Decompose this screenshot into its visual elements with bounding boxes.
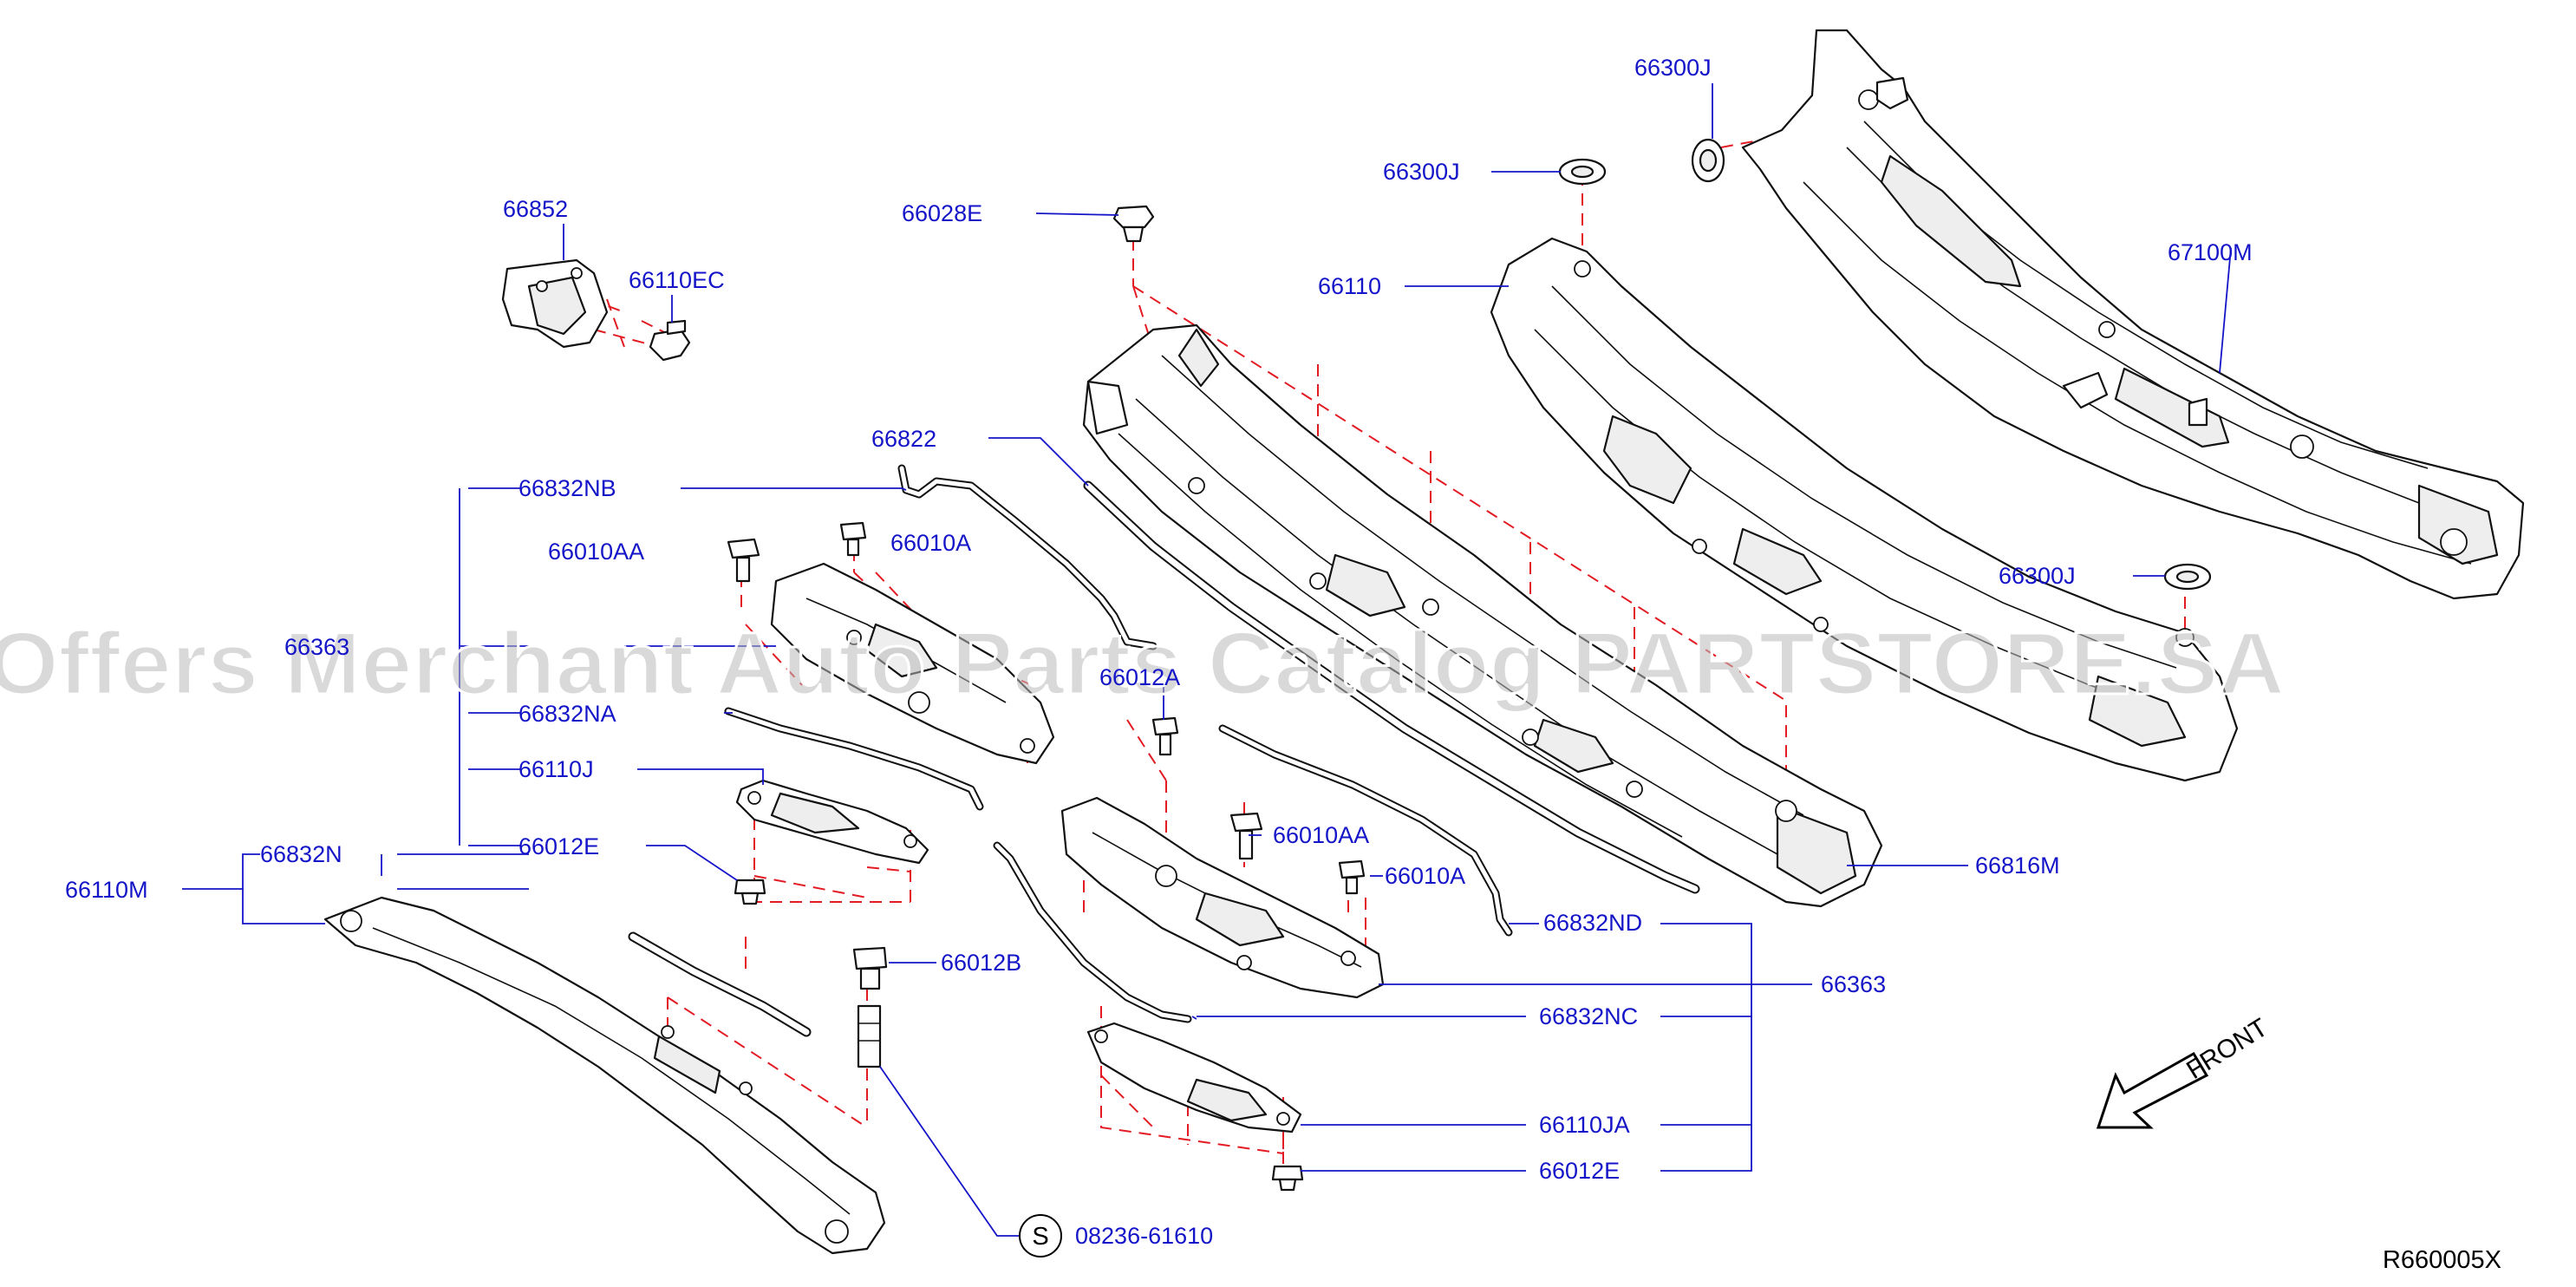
label-66110EC: 66110EC: [629, 267, 725, 293]
grommet-66300J-right: [2163, 563, 2212, 591]
label-66363-right: 66363: [1821, 971, 1886, 997]
front-direction-indicator: FRONT: [2096, 1013, 2273, 1129]
label-66012A: 66012A: [1099, 664, 1180, 690]
label-67100M: 67100M: [2168, 239, 2253, 265]
part-labels: 66852 66110EC 66028E 66300J 66300J 66300…: [65, 55, 2253, 1249]
label-66822: 66822: [871, 426, 936, 452]
label-66010A-right: 66010A: [1385, 863, 1465, 889]
grommet-66300J-mid: [1558, 158, 1607, 186]
seal-strip-66832NB: [1083, 480, 1700, 894]
drawing-code: R660005X: [2383, 1246, 2501, 1274]
bolt-66010AA-left: [727, 538, 760, 583]
hose-66822: [897, 464, 1158, 650]
label-66012E-right: 66012E: [1539, 1158, 1620, 1184]
bolt-66012B: [852, 946, 888, 990]
bracket-66110J: [735, 779, 929, 865]
hose-66832ND: [1218, 724, 1513, 937]
label-66010AA-right: 66010AA: [1273, 822, 1369, 848]
label-66010A-left: 66010A: [890, 530, 971, 556]
bolt-66010A-right: [1338, 859, 1366, 895]
label-66363-left: 66363: [284, 634, 349, 660]
label-66832NC: 66832NC: [1539, 1003, 1638, 1029]
label-66832ND: 66832ND: [1543, 910, 1642, 936]
lower-bracket-66110M: [323, 896, 886, 1255]
cowl-top-grille-66816M: [1082, 323, 1883, 908]
lower-dash-panel-66110: [1490, 237, 2239, 782]
clip-66012E-left: [734, 879, 766, 905]
bracket-66110JA: [1086, 1022, 1302, 1133]
label-66010AA-left: 66010AA: [548, 539, 644, 565]
hose-66832NC: [993, 841, 1192, 1023]
clip-66028E: [1112, 205, 1155, 243]
label-66028E: 66028E: [902, 200, 982, 226]
front-arrow-icon: [2096, 1051, 2209, 1129]
bolt-66010AA-right: [1229, 812, 1263, 860]
label-66110M: 66110M: [65, 877, 148, 903]
stud-08236-61610: [857, 1004, 882, 1068]
label-66110: 66110: [1318, 273, 1381, 299]
label-08236-61610: 08236-61610: [1075, 1223, 1213, 1249]
s-symbol-letter: S: [1032, 1223, 1048, 1251]
standard-part-symbol: S: [1019, 1214, 1062, 1258]
bolt-66012A: [1151, 716, 1179, 756]
front-label: FRONT: [2181, 1013, 2273, 1085]
watermark: Offers Merchant Auto Parts Catalog PARTS…: [0, 614, 2285, 713]
label-66816M: 66816M: [1975, 853, 2060, 879]
hose-66832NA: [724, 707, 984, 811]
label-66300J-mid: 66300J: [1383, 159, 1460, 185]
label-66852: 66852: [503, 196, 568, 222]
bracket-66852: [501, 258, 609, 349]
label-66832N: 66832N: [260, 841, 342, 867]
dash-panel-67100M: [1741, 29, 2525, 600]
label-66110J: 66110J: [518, 756, 594, 782]
grommet-66300J-top: [1691, 138, 1725, 183]
leader-lines: [182, 83, 2232, 1237]
bolt-66010A-left: [839, 521, 867, 557]
label-66832NB: 66832NB: [518, 475, 616, 501]
seal-strip-66832N: [628, 931, 812, 1037]
clip-66012E-right: [1271, 1165, 1304, 1192]
label-66012E-left: 66012E: [518, 833, 599, 859]
clip-66110EC: [649, 319, 691, 362]
label-66832NA: 66832NA: [518, 701, 616, 727]
label-66012B: 66012B: [941, 950, 1021, 976]
label-66300J-top: 66300J: [1634, 55, 1712, 81]
label-66110JA: 66110JA: [1539, 1112, 1630, 1138]
cover-66363-left: [770, 562, 1055, 765]
label-66300J-right: 66300J: [1999, 563, 2076, 589]
